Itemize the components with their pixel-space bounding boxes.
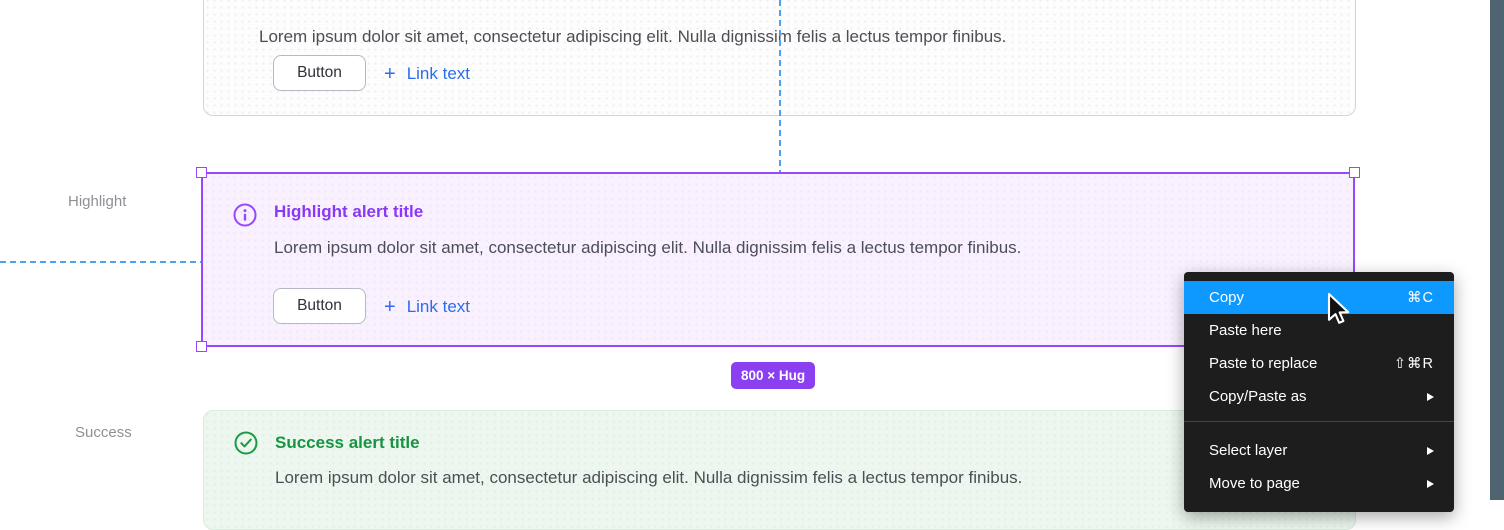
mouse-cursor-icon [1327, 292, 1350, 324]
selection-handle-bottom-left[interactable] [196, 341, 207, 352]
info-circle-icon [233, 203, 257, 227]
submenu-arrow-icon [1427, 392, 1434, 401]
menu-item-move-to-page[interactable]: Move to page [1184, 467, 1454, 500]
row-label-success: Success [75, 424, 132, 441]
menu-item-label: Move to page [1209, 475, 1300, 492]
vertical-alignment-guide [779, 0, 781, 172]
submenu-arrow-icon [1427, 479, 1434, 488]
highlight-alert-body: Lorem ipsum dolor sit amet, consectetur … [274, 238, 1022, 257]
plus-icon: + [384, 296, 396, 318]
menu-divider [1184, 421, 1454, 422]
menu-item-paste-here[interactable]: Paste here [1184, 314, 1454, 347]
menu-item-copy[interactable]: Copy ⌘C [1184, 281, 1454, 314]
info-alert-button[interactable]: Button [273, 55, 366, 91]
menu-item-label: Copy/Paste as [1209, 388, 1307, 405]
highlight-alert-card[interactable]: Highlight alert title Lorem ipsum dolor … [196, 167, 1360, 352]
selection-size-badge: 800 × Hug [731, 362, 816, 389]
highlight-alert-button[interactable]: Button [273, 288, 366, 324]
plus-icon: + [384, 63, 396, 85]
info-alert-body: Lorem ipsum dolor sit amet, consectetur … [259, 27, 1007, 46]
check-circle-icon [234, 431, 258, 455]
menu-item-select-layer[interactable]: Select layer [1184, 434, 1454, 467]
submenu-arrow-icon [1427, 446, 1434, 455]
menu-item-label: Copy [1209, 289, 1245, 306]
menu-item-label: Paste here [1209, 322, 1282, 339]
highlight-alert-title: Highlight alert title [274, 202, 424, 221]
info-alert-link[interactable]: + Link text [384, 64, 470, 84]
success-alert-title: Success alert title [275, 433, 420, 452]
context-menu: Copy ⌘C Paste here Paste to replace ⇧⌘R … [1184, 272, 1454, 512]
highlight-alert-link[interactable]: + Link text [384, 297, 470, 317]
horizontal-alignment-guide [0, 261, 201, 263]
menu-item-shortcut: ⇧⌘R [1393, 355, 1434, 372]
selection-handle-top-right[interactable] [1349, 167, 1360, 178]
menu-item-label: Select layer [1209, 442, 1288, 459]
highlight-alert-link-label: Link text [406, 297, 470, 316]
selection-handle-top-left[interactable] [196, 167, 207, 178]
right-panel-edge [1490, 0, 1504, 500]
menu-item-shortcut: ⌘C [1407, 289, 1434, 306]
row-label-highlight: Highlight [68, 193, 127, 210]
menu-item-label: Paste to replace [1209, 355, 1318, 372]
success-alert-body: Lorem ipsum dolor sit amet, consectetur … [275, 468, 1023, 487]
menu-item-copy-paste-as[interactable]: Copy/Paste as [1184, 380, 1454, 413]
info-alert-link-label: Link text [406, 64, 470, 83]
menu-item-paste-to-replace[interactable]: Paste to replace ⇧⌘R [1184, 347, 1454, 380]
